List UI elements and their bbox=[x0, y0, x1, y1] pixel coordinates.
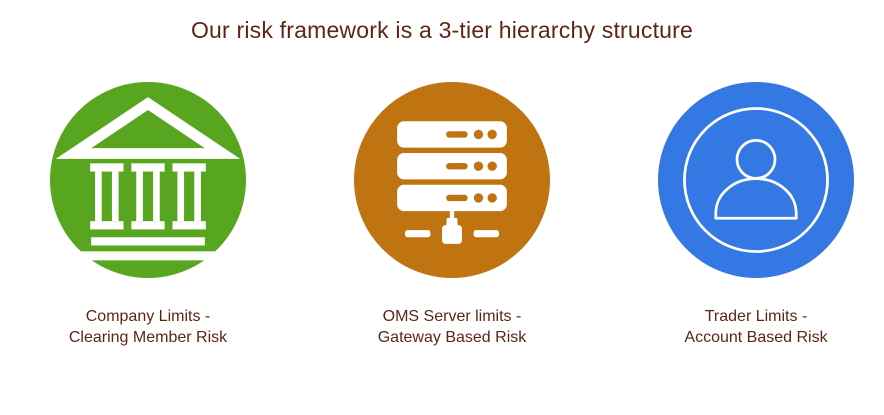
tier-trader: Trader Limits - Account Based Risk bbox=[636, 82, 876, 348]
tier-label-line2: Clearing Member Risk bbox=[68, 329, 228, 346]
bank-icon bbox=[55, 97, 241, 261]
tier-label-line1: Trader Limits - bbox=[704, 308, 808, 325]
company-circle bbox=[50, 82, 246, 278]
tier-row: Company Limits - Clearing Member Risk bbox=[28, 82, 876, 348]
tier-label-line2: Gateway Based Risk bbox=[377, 329, 527, 346]
tier-company: Company Limits - Clearing Member Risk bbox=[28, 82, 268, 348]
tier-label-line1: OMS Server limits - bbox=[382, 308, 522, 325]
oms-server-circle bbox=[354, 82, 550, 278]
tier-label-line2: Account Based Risk bbox=[684, 329, 828, 346]
tier-oms-server: OMS Server limits - Gateway Based Risk bbox=[332, 82, 572, 348]
server-stack-icon bbox=[397, 121, 507, 244]
trader-circle bbox=[658, 82, 854, 278]
tier-label-oms-server: OMS Server limits - Gateway Based Risk bbox=[378, 306, 527, 348]
tier-label-trader: Trader Limits - Account Based Risk bbox=[684, 306, 827, 348]
tier-label-line1: Company Limits - bbox=[85, 308, 211, 325]
tier-label-company: Company Limits - Clearing Member Risk bbox=[69, 306, 227, 348]
user-outline-icon bbox=[683, 107, 829, 253]
page-title: Our risk framework is a 3-tier hierarchy… bbox=[190, 17, 694, 43]
